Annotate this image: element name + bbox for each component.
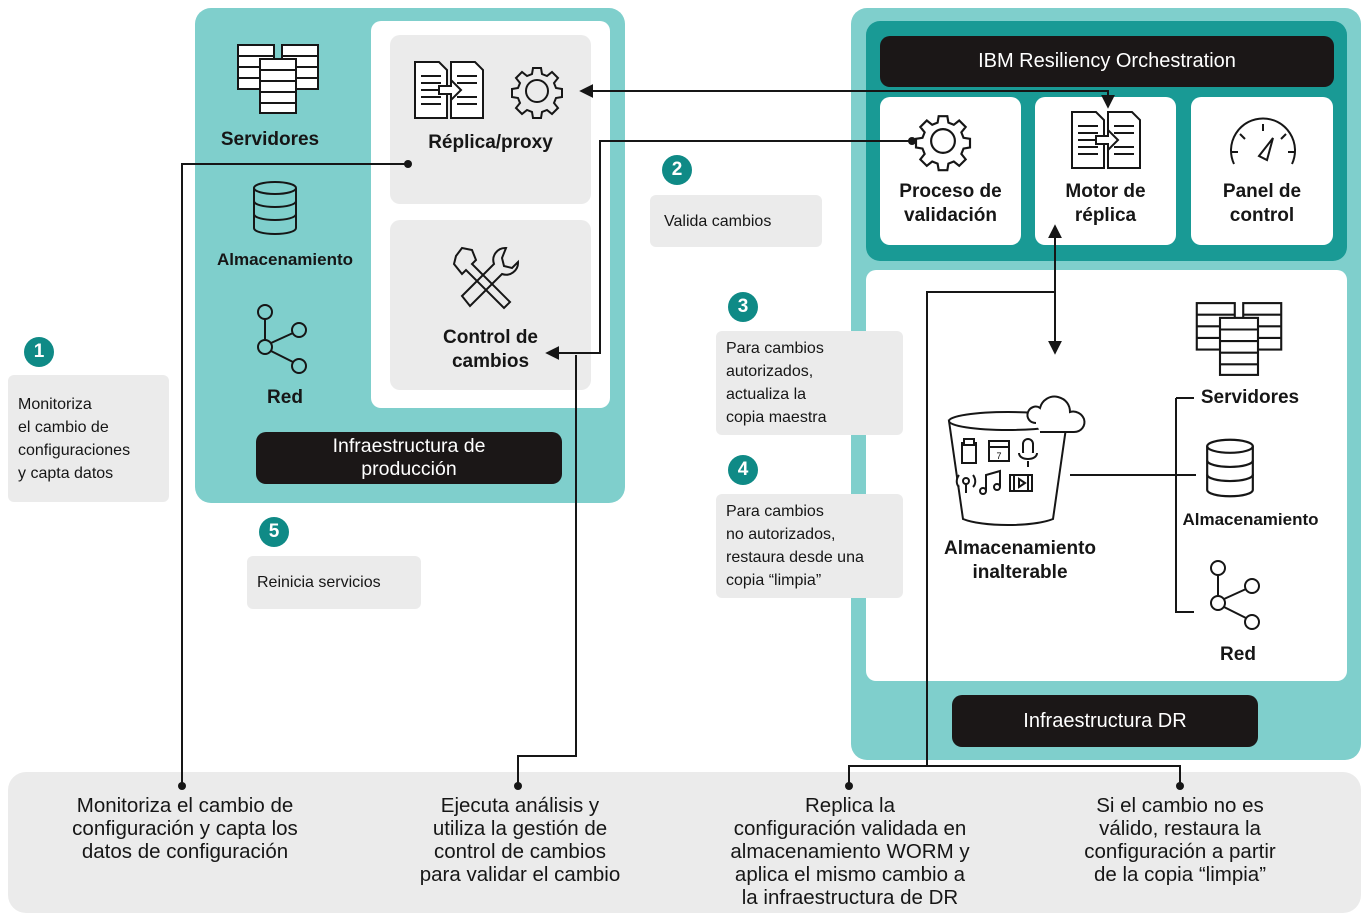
- immutable-storage-label: Almacenamiento inalterable: [943, 538, 1097, 583]
- orchestrator-title-bar: IBM Resiliency Orchestration: [880, 36, 1334, 87]
- dr-title-bar: Infraestructura DR: [952, 695, 1258, 747]
- production-network-label: Red: [267, 387, 303, 408]
- change-control-label: Control de cambios: [443, 327, 538, 372]
- dashboard-card[interactable]: [1191, 97, 1333, 245]
- dashboard-gauge-icon: [1230, 117, 1296, 165]
- summary-replicate: Replica la configuración validada en alm…: [730, 794, 970, 909]
- replica-proxy-label: Réplica/proxy: [428, 132, 553, 153]
- summary-monitor: Monitoriza el cambio de configuración y …: [72, 794, 298, 863]
- database-icon: [1206, 438, 1254, 498]
- dr-storage-label: Almacenamiento: [1182, 510, 1319, 529]
- orchestrator-title: IBM Resiliency Orchestration: [978, 50, 1236, 72]
- document-copy-icon: [414, 61, 484, 119]
- step-5-badge: 5: [259, 517, 289, 547]
- database-icon: [253, 181, 297, 236]
- production-servers-label: Servidores: [220, 129, 320, 150]
- network-icon: [257, 304, 307, 374]
- validation-process-label: Proceso de validación: [899, 181, 1002, 226]
- production-title: Infraestructura de producción: [332, 435, 486, 480]
- step-3-badge: 3: [728, 292, 758, 322]
- production-title-bar: Infraestructura de producción: [256, 432, 562, 484]
- step-5-note: Reinicia servicios: [247, 556, 421, 609]
- summary-restore: Si el cambio no es válido, restaura la c…: [1084, 794, 1276, 886]
- gear-icon: [914, 115, 972, 172]
- bottom-summary-bar: [8, 772, 1361, 913]
- dr-title: Infraestructura DR: [1023, 709, 1187, 732]
- step-2-note: Valida cambios: [650, 195, 822, 247]
- wrench-screwdriver-icon: [452, 246, 519, 310]
- server-rack-icon: [237, 44, 319, 114]
- dr-network-label: Red: [1220, 644, 1256, 665]
- network-icon: [1210, 560, 1260, 630]
- step-3-note: Para cambios autorizados, actualiza la c…: [716, 331, 903, 435]
- cloud-storage-bucket-icon: 7: [947, 395, 1086, 526]
- gear-icon: [511, 67, 563, 119]
- replication-engine-label: Motor de réplica: [1065, 181, 1146, 226]
- step-4-note: Para cambios no autorizados, restaura de…: [716, 494, 903, 598]
- svg-text:7: 7: [996, 451, 1001, 461]
- step-1-note: Monitoriza el cambio de configuraciones …: [8, 375, 169, 502]
- dr-servers-label: Servidores: [1200, 387, 1300, 408]
- document-copy-icon: [1071, 111, 1141, 169]
- step-2-badge: 2: [662, 155, 692, 185]
- server-rack-icon: [1195, 302, 1283, 376]
- step-1-badge: 1: [24, 337, 54, 367]
- summary-analyze: Ejecuta análisis y utiliza la gestión de…: [419, 794, 621, 886]
- production-storage-label: Almacenamiento: [216, 250, 354, 269]
- replication-engine-card[interactable]: [1035, 97, 1176, 245]
- dashboard-label: Panel de control: [1222, 181, 1302, 226]
- step-4-badge: 4: [728, 455, 758, 485]
